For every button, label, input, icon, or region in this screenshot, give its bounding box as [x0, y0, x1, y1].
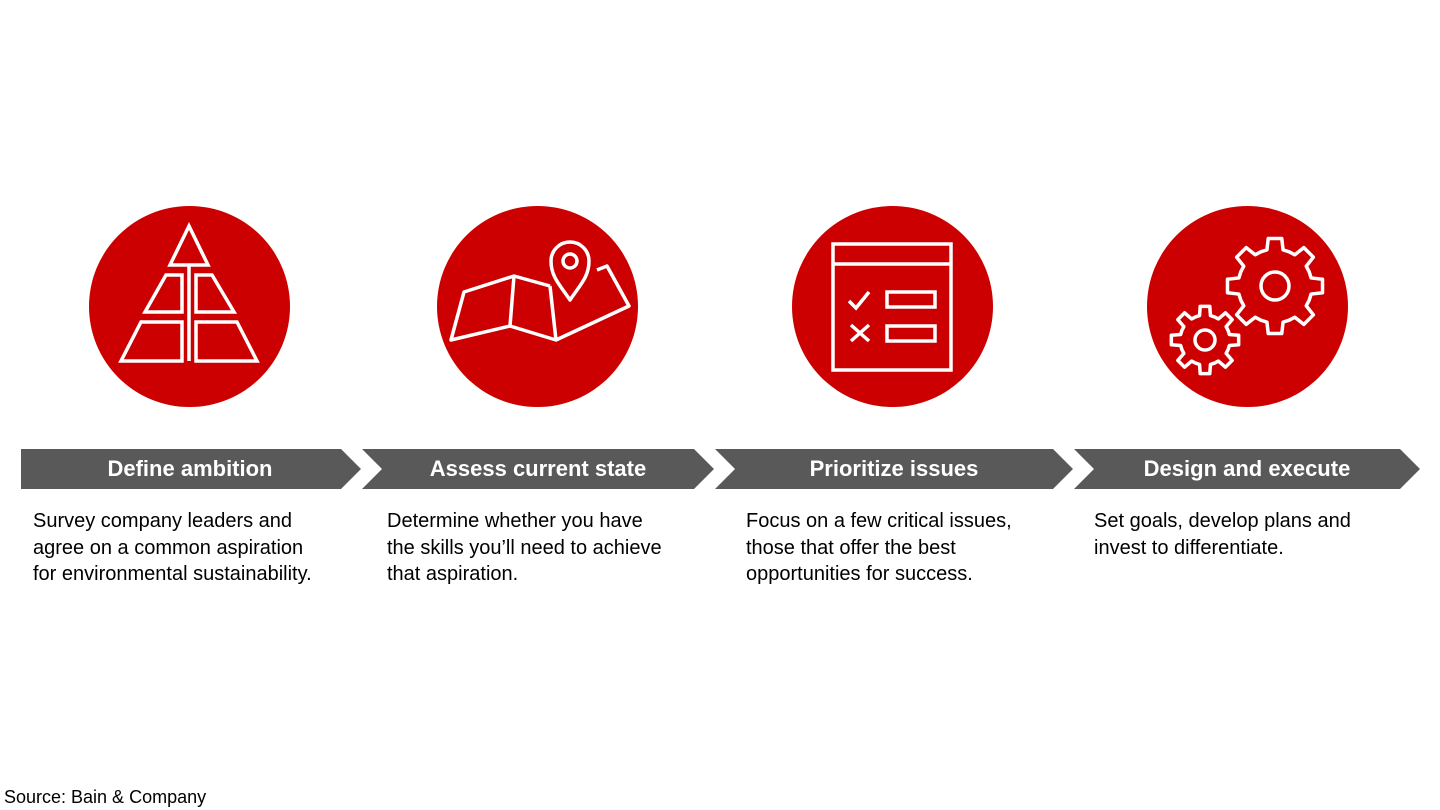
step-2-title: Assess current state	[429, 456, 647, 481]
step-4-circle	[1147, 206, 1348, 407]
map-pin-icon	[449, 240, 631, 342]
large-gear-icon	[1225, 236, 1325, 336]
step-4-description-line: invest to differentiate.	[1094, 536, 1284, 559]
step-1-title: Define ambition	[107, 456, 273, 481]
large-gear-hole	[1259, 270, 1291, 302]
step-4-description: Set goals, develop plans and invest to d…	[1094, 508, 1351, 561]
step-2-description: Determine whether you have the skills yo…	[387, 508, 662, 588]
step-1-description-line: for environmental sustainability.	[33, 563, 312, 585]
step-2-description-line: that aspiration.	[387, 563, 519, 585]
step-3-chevron: Prioritize issues	[715, 449, 1073, 489]
checklist-icon	[831, 242, 953, 372]
step-1-chevron: Define ambition	[21, 449, 361, 489]
step-3-description-line: opportunities for success.	[746, 563, 973, 585]
step-1-circle	[89, 206, 290, 407]
small-gear-hole	[1193, 328, 1217, 352]
step-4-chevron: Design and execute	[1074, 449, 1420, 489]
step-1-description: Survey company leaders and agree on a co…	[33, 508, 312, 588]
step-1-description-line: agree on a common aspiration	[33, 536, 304, 559]
step-2-chevron: Assess current state	[362, 449, 714, 489]
step-3-description-line: Focus on a few critical issues,	[746, 510, 1012, 532]
step-2-circle	[437, 206, 638, 407]
step-3-description-line: those that offer the best	[746, 536, 956, 559]
step-4-title: Design and execute	[1143, 456, 1351, 481]
step-3-title: Prioritize issues	[809, 456, 979, 481]
small-gear-icon	[1169, 304, 1241, 376]
step-2-description-line: the skills you’ll need to achieve	[387, 536, 662, 559]
step-2-description-line: Determine whether you have	[387, 510, 643, 532]
step-4-description-line: Set goals, develop plans and	[1094, 510, 1351, 532]
source-note: Source: Bain & Company	[4, 787, 207, 807]
pyramid-icon	[118, 222, 260, 363]
gears-icon	[1169, 236, 1325, 376]
step-3-circle	[792, 206, 993, 407]
step-3-description: Focus on a few critical issues, those th…	[746, 508, 1012, 588]
step-1-description-line: Survey company leaders and	[33, 510, 293, 532]
